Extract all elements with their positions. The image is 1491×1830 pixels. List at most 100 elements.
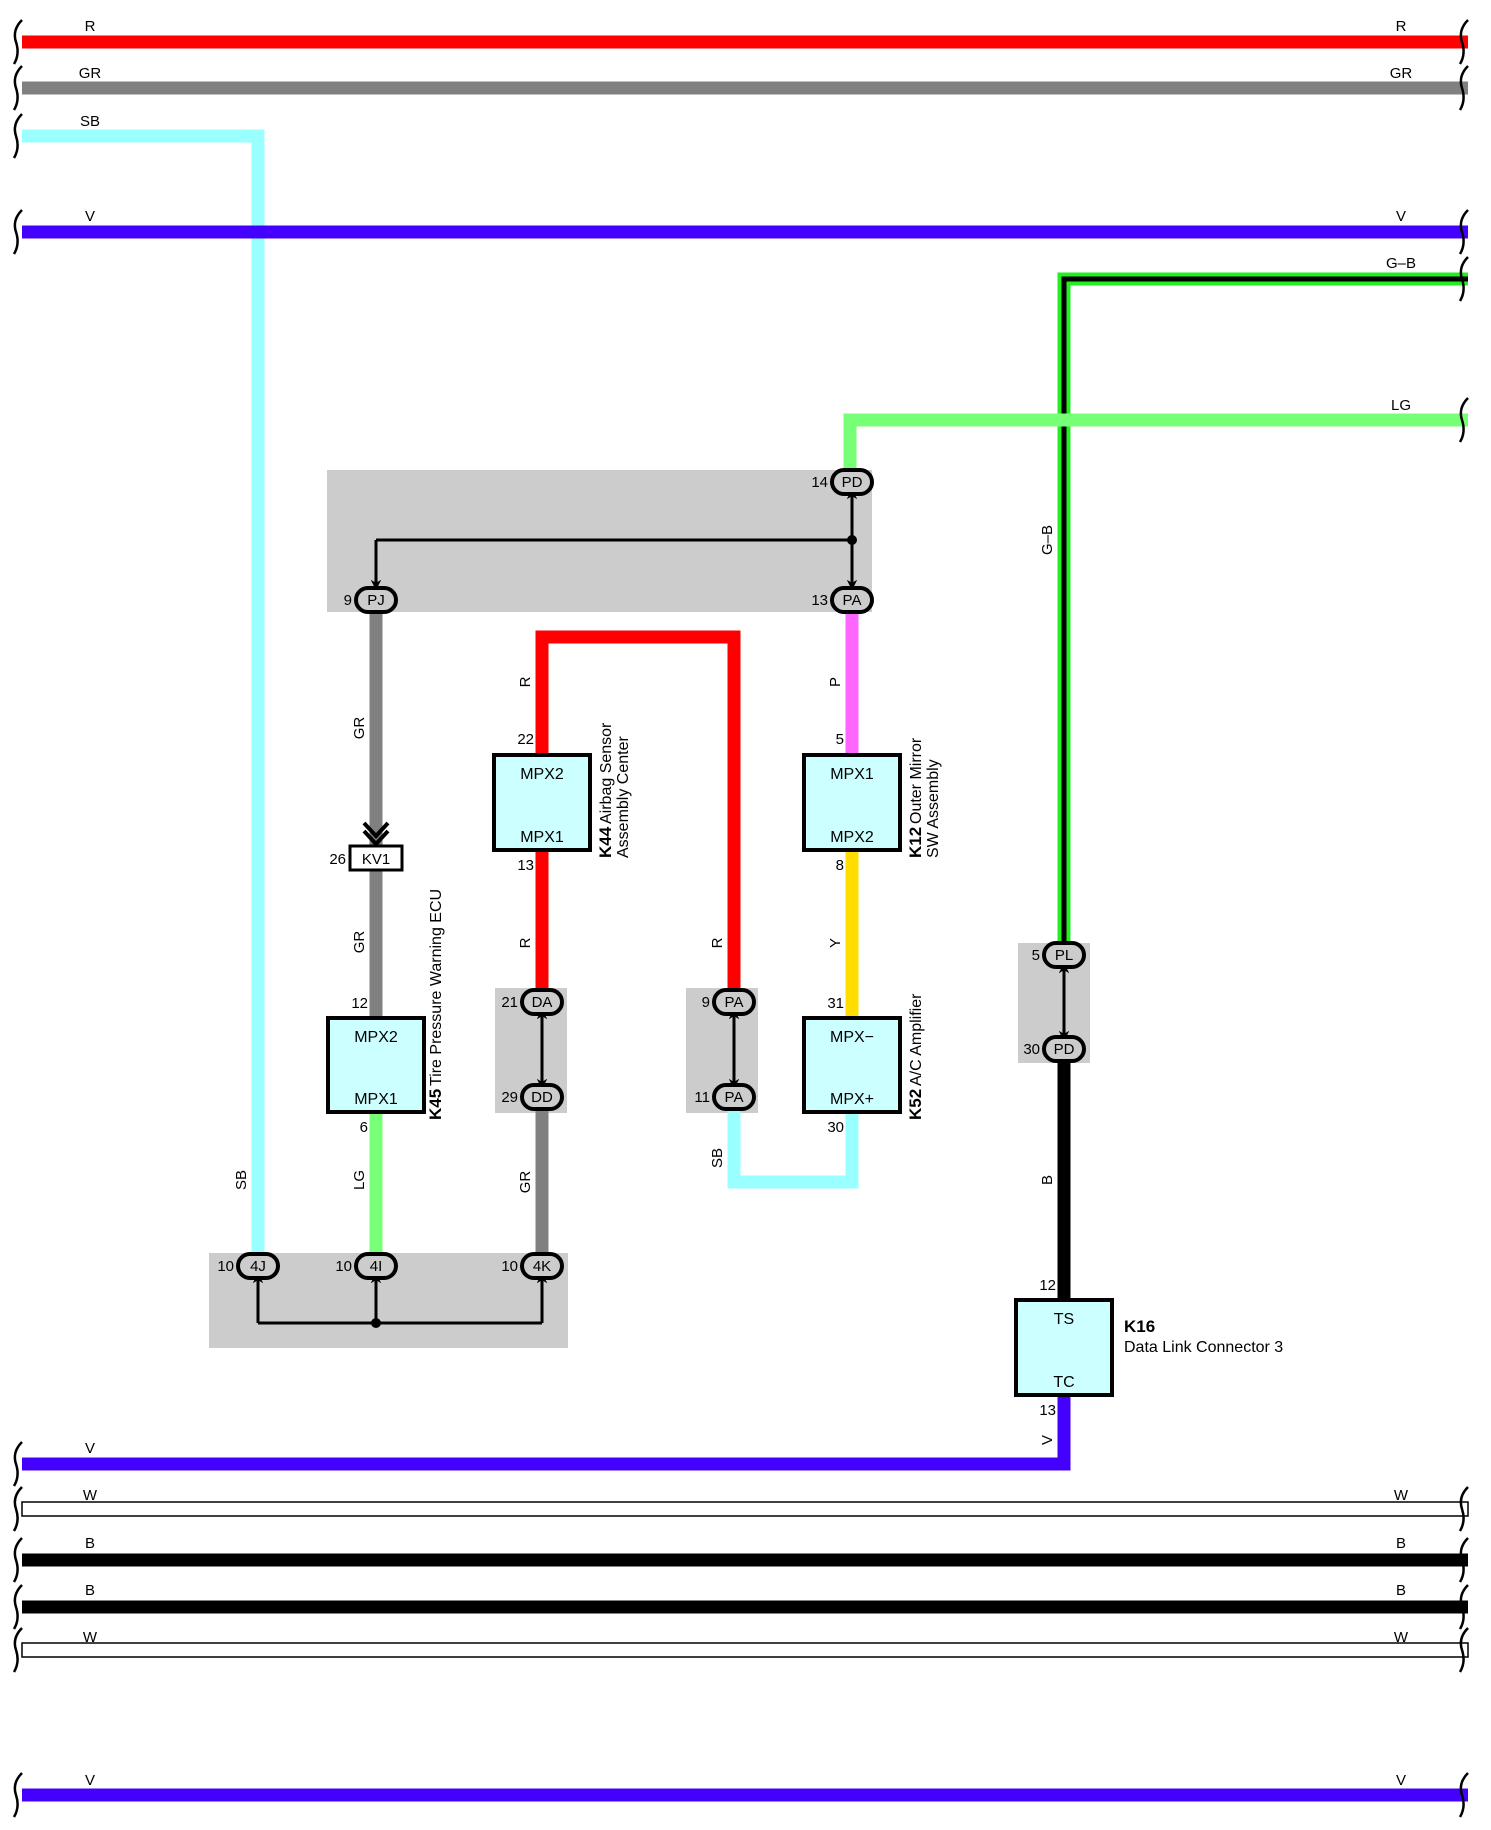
pin-number-da: 21 — [501, 994, 518, 1011]
pill-pj — [354, 586, 398, 614]
k44-terminal-top: MPX2 — [520, 766, 564, 783]
wire-label-w2-left: W — [83, 1629, 98, 1646]
break-bracket-left-sb — [12, 113, 23, 159]
k52-box — [802, 1016, 902, 1114]
wire-label-r-k44-bottom: R — [517, 937, 534, 948]
k16-code: K16 — [1124, 1317, 1155, 1336]
k52-terminal-bottom: MPX+ — [830, 1091, 874, 1108]
wire-label-r-pa: R — [709, 937, 726, 948]
wire-labels-vertical: SB GR GR LG R R GR R SB P Y G–B B V — [233, 525, 1056, 1445]
wire-label-gr-kv1: GR — [351, 931, 368, 954]
pin-number-k45-bottom: 6 — [360, 1119, 368, 1136]
junction-lines — [252, 488, 1070, 1325]
wire-label-sb-vertical: SB — [233, 1170, 250, 1190]
wire-label-r-k44-top: R — [517, 676, 534, 687]
plug-label-pj: PJ — [367, 592, 385, 609]
wire-label-b1-left: B — [85, 1535, 95, 1552]
k12-box — [802, 753, 902, 852]
wire-label-v-bottom-right: V — [1396, 1772, 1406, 1789]
wire-label-gr-dd: GR — [517, 1171, 534, 1194]
wire-label-sb-pa: SB — [709, 1148, 726, 1168]
wire-label-lg-k45: LG — [351, 1170, 368, 1190]
wire-label-p-k12: P — [827, 677, 844, 687]
plug-label-4i: 4I — [370, 1258, 383, 1275]
plug-label-pl: PL — [1055, 947, 1073, 964]
wire-label-r-right: R — [1396, 18, 1407, 35]
pin-number-k45-top: 12 — [351, 995, 368, 1012]
pin-number-pa-top: 13 — [811, 592, 828, 609]
wire-label-v-bottom-left: V — [85, 1772, 95, 1789]
wire-sb-top — [22, 129, 265, 1260]
break-bracket-right-v-bottom — [1458, 1772, 1469, 1818]
pin-number-pj: 9 — [344, 592, 352, 609]
wire-gb-outer — [1057, 272, 1468, 956]
plug-label-4j: 4J — [250, 1258, 266, 1275]
wire-label-gr-pj: GR — [351, 717, 368, 740]
pill-pa-top — [830, 586, 874, 614]
plug-labels: PD PA PJ KV1 DA DD PA PA PL PD 4J 4I 4K — [250, 474, 1075, 1275]
connector-pills — [236, 468, 1086, 1280]
break-bracket-right-gb — [1458, 256, 1469, 302]
pin-number-4k: 10 — [501, 1258, 518, 1275]
plug-label-pd-30: PD — [1054, 1041, 1075, 1058]
splice-dot-top — [847, 535, 857, 545]
wire-label-v-left: V — [85, 208, 95, 225]
break-bracket-left-b1 — [12, 1537, 23, 1583]
wire-w2 — [21, 1642, 1469, 1658]
k45-terminal-bottom: MPX1 — [354, 1091, 398, 1108]
break-bracket-left-gr — [12, 65, 23, 111]
pin-numbers: 14 13 9 26 21 29 9 11 5 30 10 10 10 12 6… — [217, 474, 1056, 1419]
wire-label-v-dlc-vertical: V — [1039, 1435, 1056, 1445]
k12-name-line1: Outer Mirror — [908, 737, 925, 824]
break-bracket-left-w2 — [12, 1627, 23, 1673]
pin-number-k12-bottom: 8 — [836, 857, 844, 874]
plug-label-dd: DD — [531, 1089, 553, 1106]
wire-label-gr-right: GR — [1390, 65, 1413, 82]
wire-label-b2-left: B — [85, 1582, 95, 1599]
break-bracket-right-gr — [1458, 65, 1469, 111]
k16-terminal-top: TS — [1054, 1311, 1074, 1328]
wire-labels-horizontal: R R GR GR SB V V G–B LG V W W B B B B W … — [79, 18, 1416, 1789]
wire-label-v-dlc-left: V — [85, 1440, 95, 1457]
wire-label-v-right: V — [1396, 208, 1406, 225]
wire-v-dlc — [22, 1395, 1071, 1471]
k44-name-line1: Airbag Sensor — [598, 722, 615, 824]
k52-name: A/C Amplifier — [908, 993, 925, 1086]
pin-number-k16-top: 12 — [1039, 1277, 1056, 1294]
pin-number-k44-top: 22 — [517, 731, 534, 748]
wire-label-y-k52: Y — [827, 938, 844, 948]
k52-terminal-top: MPX− — [830, 1029, 874, 1046]
break-bracket-right-v — [1458, 209, 1469, 255]
pin-number-k12-top: 5 — [836, 731, 844, 748]
k12-terminal-bottom: MPX2 — [830, 829, 874, 846]
wire-label-sb-left: SB — [80, 113, 100, 130]
plug-label-pa-9: PA — [725, 994, 744, 1011]
wire-label-b-dlc: B — [1039, 1175, 1056, 1185]
component-names: K45 Tire Pressure Warning ECU K44 Airbag… — [426, 722, 1283, 1356]
k12-name-line2: SW Assembly — [925, 759, 942, 858]
plug-label-kv1: KV1 — [362, 851, 390, 868]
wire-r-k44-loop — [535, 630, 741, 990]
wire-label-lg-right: LG — [1391, 397, 1411, 414]
pin-number-k44-bottom: 13 — [517, 857, 534, 874]
pill-4j — [236, 1252, 280, 1280]
k12-terminal-top: MPX1 — [830, 766, 874, 783]
break-bracket-right-w1 — [1458, 1486, 1469, 1532]
plug-label-da: DA — [532, 994, 553, 1011]
wire-label-w2-right: W — [1394, 1629, 1409, 1646]
wire-label-gb-right: G–B — [1386, 255, 1416, 272]
pin-number-k52-top: 31 — [827, 995, 844, 1012]
plug-label-pa-11: PA — [725, 1089, 744, 1106]
circuit-wires — [369, 610, 1071, 1300]
k16-name: Data Link Connector 3 — [1124, 1339, 1283, 1356]
plug-label-4k: 4K — [533, 1258, 551, 1275]
break-bracket-right-b2 — [1458, 1584, 1469, 1630]
pin-number-dd: 29 — [501, 1089, 518, 1106]
splice-areas — [209, 470, 1090, 1348]
k44-name-line2: Assembly Center — [615, 736, 632, 858]
pin-number-4j: 10 — [217, 1258, 234, 1275]
k45-terminal-top: MPX2 — [354, 1029, 398, 1046]
pill-da — [520, 988, 564, 1016]
pin-number-kv1: 26 — [329, 851, 346, 868]
pill-pl — [1042, 941, 1086, 969]
